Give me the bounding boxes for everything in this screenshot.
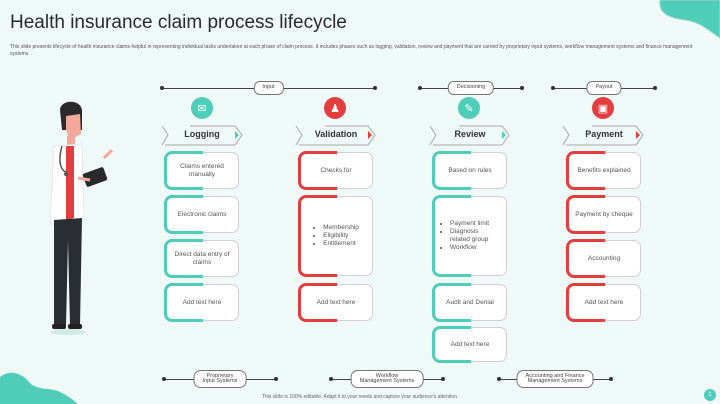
- card-text: Add text here: [316, 298, 356, 306]
- logging-card: Direct data entry of claims: [164, 239, 239, 278]
- phase-review-label: Review: [454, 129, 486, 139]
- card-text: Accounting: [587, 254, 621, 262]
- phase-logging-label: Logging: [184, 129, 220, 139]
- page-number: 1: [704, 389, 716, 401]
- payment-card: Add text here: [566, 283, 641, 322]
- payout-connector: Payout: [551, 81, 657, 95]
- phase-validation-label: Validation: [314, 129, 358, 139]
- card-text: Audit and Denial: [446, 298, 494, 306]
- validation-card: Checks for: [298, 151, 373, 190]
- phase-payment: Payment: [560, 126, 648, 146]
- card-text: Add text here: [182, 298, 222, 306]
- label-line: Workflow: [375, 372, 399, 379]
- logging-card: Add text here: [164, 283, 239, 322]
- card-text: Direct data entry of claims: [174, 250, 230, 266]
- phase-review: Review: [426, 126, 514, 146]
- validation-card: Add text here: [298, 283, 373, 322]
- decorative-wave-bottom-left: [0, 372, 78, 404]
- payment-card: Benefits explained: [566, 151, 641, 190]
- payment-icon: ▣: [592, 97, 614, 119]
- logging-card: Electronic claims: [164, 195, 239, 234]
- label-line: Proprietary: [206, 372, 234, 379]
- doctor-illustration: [49, 101, 114, 335]
- input-label: Input: [253, 81, 284, 95]
- payment-card: Accounting: [566, 239, 641, 278]
- validation-card: Membership Eligibility Entitlement: [298, 195, 373, 277]
- card-text: Claims entered manually: [180, 162, 224, 178]
- review-card: Payment limit Diagnosis related group Wo…: [432, 195, 507, 277]
- page-description: This slide presents lifecycle of health …: [10, 44, 693, 57]
- card-text: Checks for: [320, 166, 352, 174]
- payment-card: Payment by cheque: [566, 195, 641, 234]
- decisioning-label: Decisioning: [447, 81, 495, 95]
- payout-label: Payout: [586, 81, 622, 95]
- card-text: Electronic claims: [177, 210, 227, 218]
- bullet-item: Payment limit: [450, 220, 500, 228]
- label-line: Management Systems: [359, 378, 415, 384]
- bullet-item: Diagnosis related group: [450, 228, 500, 244]
- decisioning-connector: Decisioning: [418, 81, 524, 95]
- label-line: Accounting and Finance: [525, 372, 585, 379]
- card-text: Add text here: [584, 298, 624, 306]
- page-title: Health insurance claim process lifecycle: [10, 12, 347, 33]
- logging-card: Claims entered manually: [164, 151, 239, 190]
- bullet-item: Membership: [323, 224, 359, 232]
- card-text: Based on rules: [448, 166, 492, 174]
- person-icon: ♟: [324, 97, 346, 119]
- phase-payment-label: Payment: [585, 129, 623, 139]
- footer-note: This slide is 100% editable. Adapt it to…: [261, 394, 459, 400]
- label-line: Input Systems: [202, 378, 238, 384]
- bullet-item: Entitlement: [323, 240, 359, 248]
- review-card: Audit and Denial: [432, 283, 507, 322]
- bullet-item: Workflow: [450, 244, 500, 252]
- bullet-item: Eligibility: [323, 232, 359, 240]
- input-connector: Input: [160, 81, 377, 95]
- chat-icon: ✉: [191, 97, 213, 119]
- card-text: Payment by cheque: [575, 210, 633, 218]
- review-icon: ✎: [458, 97, 480, 119]
- card-text: Benefits explained: [577, 166, 631, 174]
- review-bullets: Payment limit Diagnosis related group Wo…: [440, 220, 500, 252]
- review-card: Add text here: [432, 326, 507, 363]
- review-card: Based on rules: [432, 151, 507, 190]
- decorative-wave-top-right: [659, 0, 720, 39]
- phase-validation: Validation: [292, 126, 380, 146]
- phase-logging: Logging: [158, 126, 246, 146]
- label-line: Management Systems: [527, 378, 583, 384]
- validation-bullets: Membership Eligibility Entitlement: [313, 224, 359, 248]
- card-text: Add text here: [450, 340, 490, 348]
